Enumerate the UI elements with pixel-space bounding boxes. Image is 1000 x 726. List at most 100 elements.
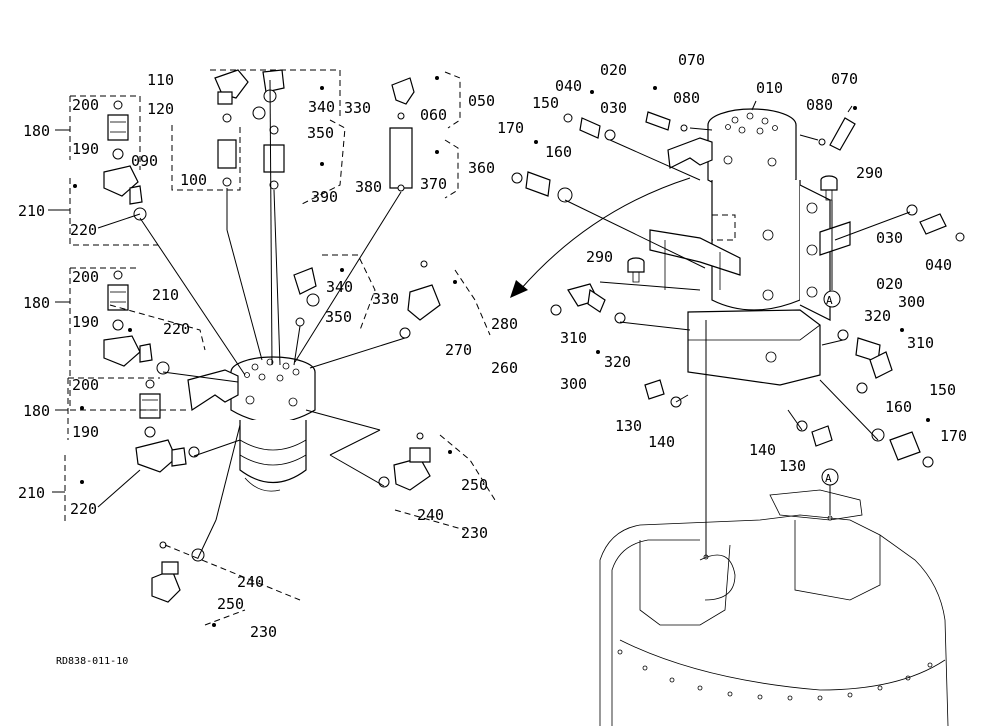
- left-fitting-column-1: [103, 100, 147, 221]
- callout-a-lower-letter: A: [825, 472, 832, 485]
- label-080-right: 080: [806, 96, 833, 114]
- swivel-joint-body: [649, 108, 851, 386]
- label-220-c: 220: [70, 500, 97, 518]
- label-180-c: 180: [23, 402, 50, 420]
- label-350-top: 350: [307, 124, 334, 142]
- bolt-290-mid: [627, 257, 645, 283]
- left-top-fittings: [214, 69, 415, 192]
- fitting-150-right: [871, 428, 934, 468]
- callout-a-upper-letter: A: [826, 294, 833, 307]
- drawing-code: RD838-011-10: [56, 656, 128, 667]
- right-leader-lines: [564, 100, 911, 557]
- label-190-c: 190: [72, 423, 99, 441]
- label-320-right: 320: [864, 307, 891, 325]
- elbow-300-right: [837, 329, 893, 394]
- label-380: 380: [355, 178, 382, 196]
- label-110: 110: [147, 71, 174, 89]
- callout-a-lower: [821, 468, 839, 486]
- label-300-left: 300: [560, 375, 587, 393]
- label-170-top: 170: [497, 119, 524, 137]
- label-210-a: 210: [18, 202, 45, 220]
- label-340-top: 340: [308, 98, 335, 116]
- label-300-right: 300: [898, 293, 925, 311]
- reference-dots: [73, 76, 930, 627]
- label-200-a: 200: [72, 96, 99, 114]
- label-310-right: 310: [907, 334, 934, 352]
- label-150-right: 150: [929, 381, 956, 399]
- fitting-130-140-left: [644, 379, 682, 408]
- label-340-mid: 340: [326, 278, 353, 296]
- label-150-top: 150: [532, 94, 559, 112]
- label-070-top: 070: [678, 51, 705, 69]
- label-230-a: 230: [461, 524, 488, 542]
- label-240-b: 240: [237, 573, 264, 591]
- label-140-right: 140: [749, 441, 776, 459]
- label-030-top: 030: [600, 99, 627, 117]
- label-330-mid: 330: [372, 290, 399, 308]
- label-200-c: 200: [72, 376, 99, 394]
- label-290-mid: 290: [586, 248, 613, 266]
- left-swivel-body: [187, 356, 316, 492]
- frame-bolt-holes: [617, 515, 933, 701]
- label-210-c: 210: [18, 484, 45, 502]
- label-100: 100: [180, 171, 207, 189]
- label-170-right: 170: [940, 427, 967, 445]
- frame-base: [599, 489, 949, 726]
- label-070-right: 070: [831, 70, 858, 88]
- left-lower-fittings: [151, 432, 431, 603]
- label-270: 270: [445, 341, 472, 359]
- label-040-right: 040: [925, 256, 952, 274]
- left-leader-lines: [48, 79, 406, 559]
- label-240-a: 240: [417, 506, 444, 524]
- label-220-a: 220: [70, 221, 97, 239]
- label-190-b: 190: [72, 313, 99, 331]
- label-350-mid: 350: [325, 308, 352, 326]
- fitting-080-left: [645, 111, 688, 132]
- part-number-labels: 010 020 020 030 030 040 040 050 060 070 …: [18, 51, 967, 641]
- label-050: 050: [468, 92, 495, 110]
- label-030-right: 030: [876, 229, 903, 247]
- label-180-a: 180: [23, 122, 50, 140]
- label-140-left: 140: [648, 433, 675, 451]
- bolt-290-top: [820, 175, 838, 201]
- label-360: 360: [468, 159, 495, 177]
- fitting-030-040-left: [563, 113, 616, 141]
- label-060: 060: [420, 106, 447, 124]
- label-130-right: 130: [779, 457, 806, 475]
- label-010: 010: [756, 79, 783, 97]
- label-210-b: 210: [152, 286, 179, 304]
- top-port-holes: [725, 112, 778, 135]
- fitting-080-right: [818, 105, 856, 151]
- label-200-b: 200: [72, 268, 99, 286]
- label-250-a: 250: [461, 476, 488, 494]
- left-group-brackets: [64, 69, 496, 626]
- label-190-a: 190: [72, 140, 99, 158]
- assembly-direction-arrow: [510, 177, 691, 298]
- left-top-port-holes: [244, 358, 300, 382]
- label-250-b: 250: [217, 595, 244, 613]
- label-160-right: 160: [885, 398, 912, 416]
- label-180-b: 180: [23, 294, 50, 312]
- label-310-left: 310: [560, 329, 587, 347]
- fitting-130-140-right: [796, 420, 833, 447]
- label-080-top: 080: [673, 89, 700, 107]
- callout-a-upper: [823, 290, 841, 308]
- label-220-b: 220: [163, 320, 190, 338]
- label-370: 370: [420, 175, 447, 193]
- label-260: 260: [491, 359, 518, 377]
- label-130-left: 130: [615, 417, 642, 435]
- label-390: 390: [311, 188, 338, 206]
- fitting-030-040-right: [906, 204, 965, 242]
- label-160-top: 160: [545, 143, 572, 161]
- left-fitting-column-2: [103, 270, 170, 375]
- label-320-left: 320: [604, 353, 631, 371]
- label-120: 120: [147, 100, 174, 118]
- fitting-150-left: [511, 171, 573, 203]
- left-fitting-column-3: [135, 379, 200, 473]
- label-020-top: 020: [600, 61, 627, 79]
- label-040-top: 040: [555, 77, 582, 95]
- left-mid-fittings: [293, 260, 441, 339]
- label-330-top: 330: [344, 99, 371, 117]
